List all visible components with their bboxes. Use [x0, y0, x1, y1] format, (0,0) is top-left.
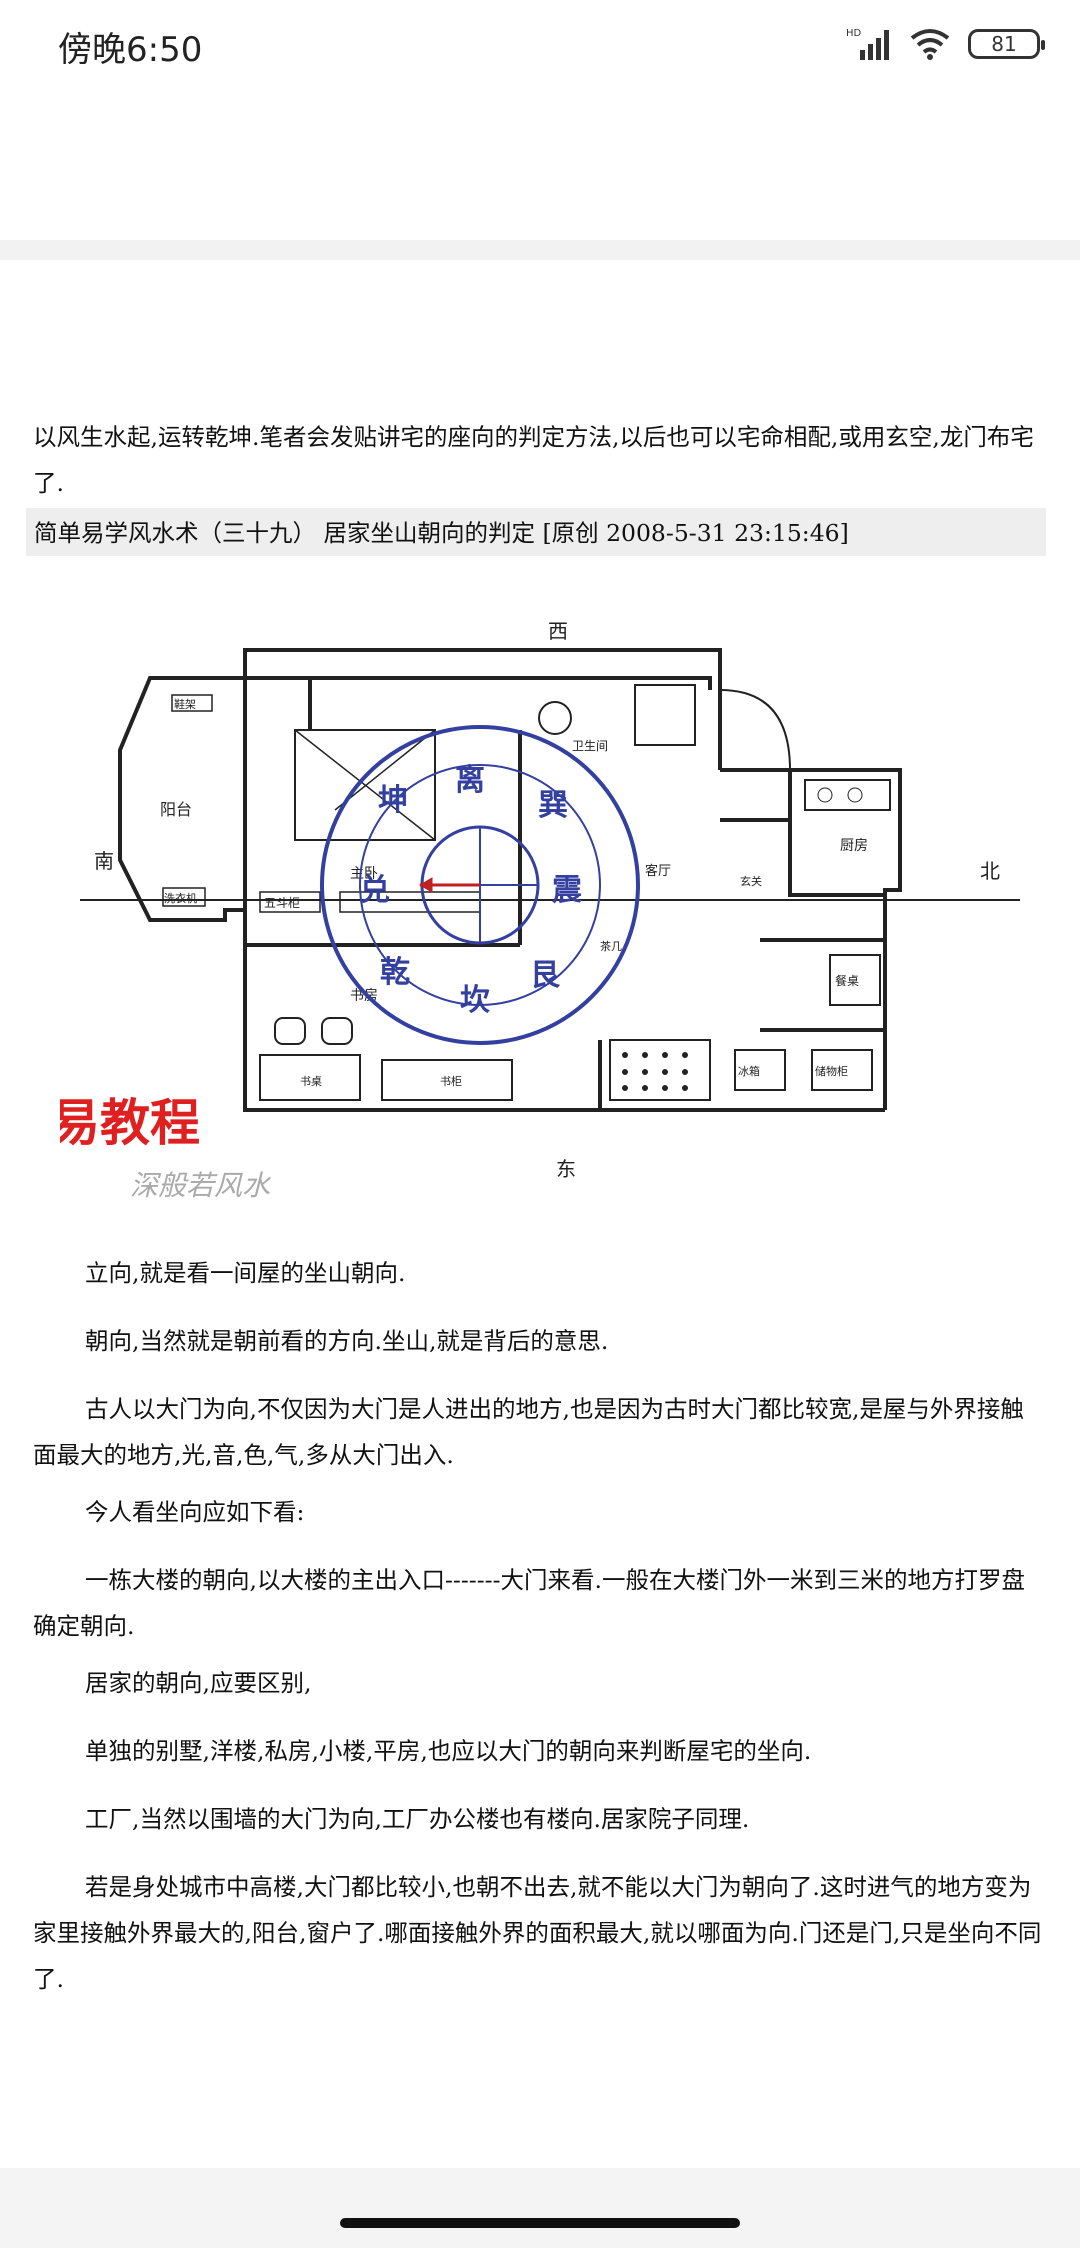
desk-label: 书桌	[300, 1075, 322, 1088]
living-room-label: 客厅	[645, 863, 671, 879]
tea-table-label: 茶几	[600, 940, 622, 953]
watermark-gray: 深般若风水	[130, 1169, 272, 1202]
trigram-zhen: 震	[552, 873, 583, 908]
walls	[118, 648, 902, 1112]
trigram-xun: 巽	[538, 788, 568, 823]
status-time: 傍晚6:50	[58, 30, 203, 70]
network-label: HD	[846, 28, 862, 39]
divider-band	[0, 240, 1080, 260]
bathroom-label: 卫生间	[572, 739, 608, 753]
master-bedroom-label: 主卧	[350, 866, 378, 882]
paragraph-6: 居家的朝向,应要区别,	[85, 1669, 312, 1697]
paragraph-8: 工厂,当然以围墙的大门为向,工厂办公楼也有楼向.居家院子同理.	[85, 1805, 750, 1833]
bookshelf-label: 书柜	[440, 1075, 462, 1088]
post-title-bar: 简单易学风水术（三十九） 居家坐山朝向的判定 [原创 2008-5-31 23:…	[26, 508, 1046, 556]
kitchen-label: 厨房	[840, 838, 868, 854]
storage-label: 储物柜	[815, 1064, 848, 1078]
battery-icon: 81	[968, 29, 1045, 59]
fridge-label: 冰箱	[738, 1064, 760, 1078]
paragraph-3: 古人以大门为向,不仅因为大门是人进出的地方,也是因为古时大门都比较宽,是屋与外界…	[33, 1395, 1024, 1469]
entrance-label: 玄关	[740, 874, 762, 888]
dir-east: 东	[556, 1157, 576, 1181]
compass-stamp	[320, 725, 640, 1045]
trigram-kun: 坤	[378, 783, 408, 818]
trigram-gen: 艮	[530, 958, 561, 993]
paragraph-9: 若是身处城市中高楼,大门都比较小,也朝不出去,就不能以大门为朝向了.这时进气的地…	[33, 1873, 1042, 1993]
dining-label: 餐桌	[835, 973, 859, 988]
bottom-band	[0, 2168, 1080, 2248]
paragraph-4: 今人看坐向应如下看:	[85, 1498, 305, 1526]
bed	[294, 729, 436, 841]
status-bar: 傍晚6:50 HD 81	[0, 0, 1080, 92]
door-arc	[719, 689, 791, 771]
shoe-label: 鞋架	[174, 697, 196, 711]
dir-south: 南	[94, 849, 114, 873]
trigram-li: 离	[455, 763, 485, 798]
trigram-dui: 兑	[360, 873, 390, 908]
wifi-icon	[910, 29, 950, 60]
compass-trigrams: 离 巽 震 艮 坎 乾 兑 坤	[360, 763, 583, 1018]
status-icons: HD 81	[846, 26, 1045, 62]
intro-text: 以风生水起,运转乾坤.笔者会发贴讲宅的座向的判定方法,以后也可以宅命相配,或用玄…	[33, 423, 1034, 497]
dir-north: 北	[980, 859, 1000, 883]
paragraph-1: 立向,就是看一间屋的坐山朝向.	[85, 1259, 406, 1287]
paragraph-5: 一栋大楼的朝向,以大楼的主出入口-------大门来看.一般在大楼门外一米到三米…	[33, 1566, 1026, 1640]
floor-plan-diagram: 西 东 南 北 鞋架 阳台 洗衣机 主卧 五斗柜 卫生间 客厅 玄关 厨房	[60, 619, 1020, 1202]
signal-icon: HD	[846, 28, 889, 60]
trigram-qian: 乾	[380, 955, 410, 990]
paragraph-2: 朝向,当然就是朝前看的方向.坐山,就是背后的意思.	[85, 1327, 609, 1355]
laundry-label: 洗衣机	[164, 891, 197, 905]
post-title: 简单易学风水术（三十九） 居家坐山朝向的判定 [原创 2008-5-31 23:…	[34, 519, 849, 547]
trigram-kan: 坎	[460, 983, 490, 1018]
dir-west: 西	[548, 619, 568, 643]
watermark-red: 九易教程	[60, 1094, 200, 1152]
home-indicator[interactable]	[340, 2218, 740, 2228]
paragraph-7: 单独的别墅,洋楼,私房,小楼,平房,也应以大门的朝向来判断屋宅的坐向.	[85, 1737, 812, 1765]
cabinet-label: 五斗柜	[264, 896, 300, 910]
balcony-label: 阳台	[160, 800, 192, 819]
